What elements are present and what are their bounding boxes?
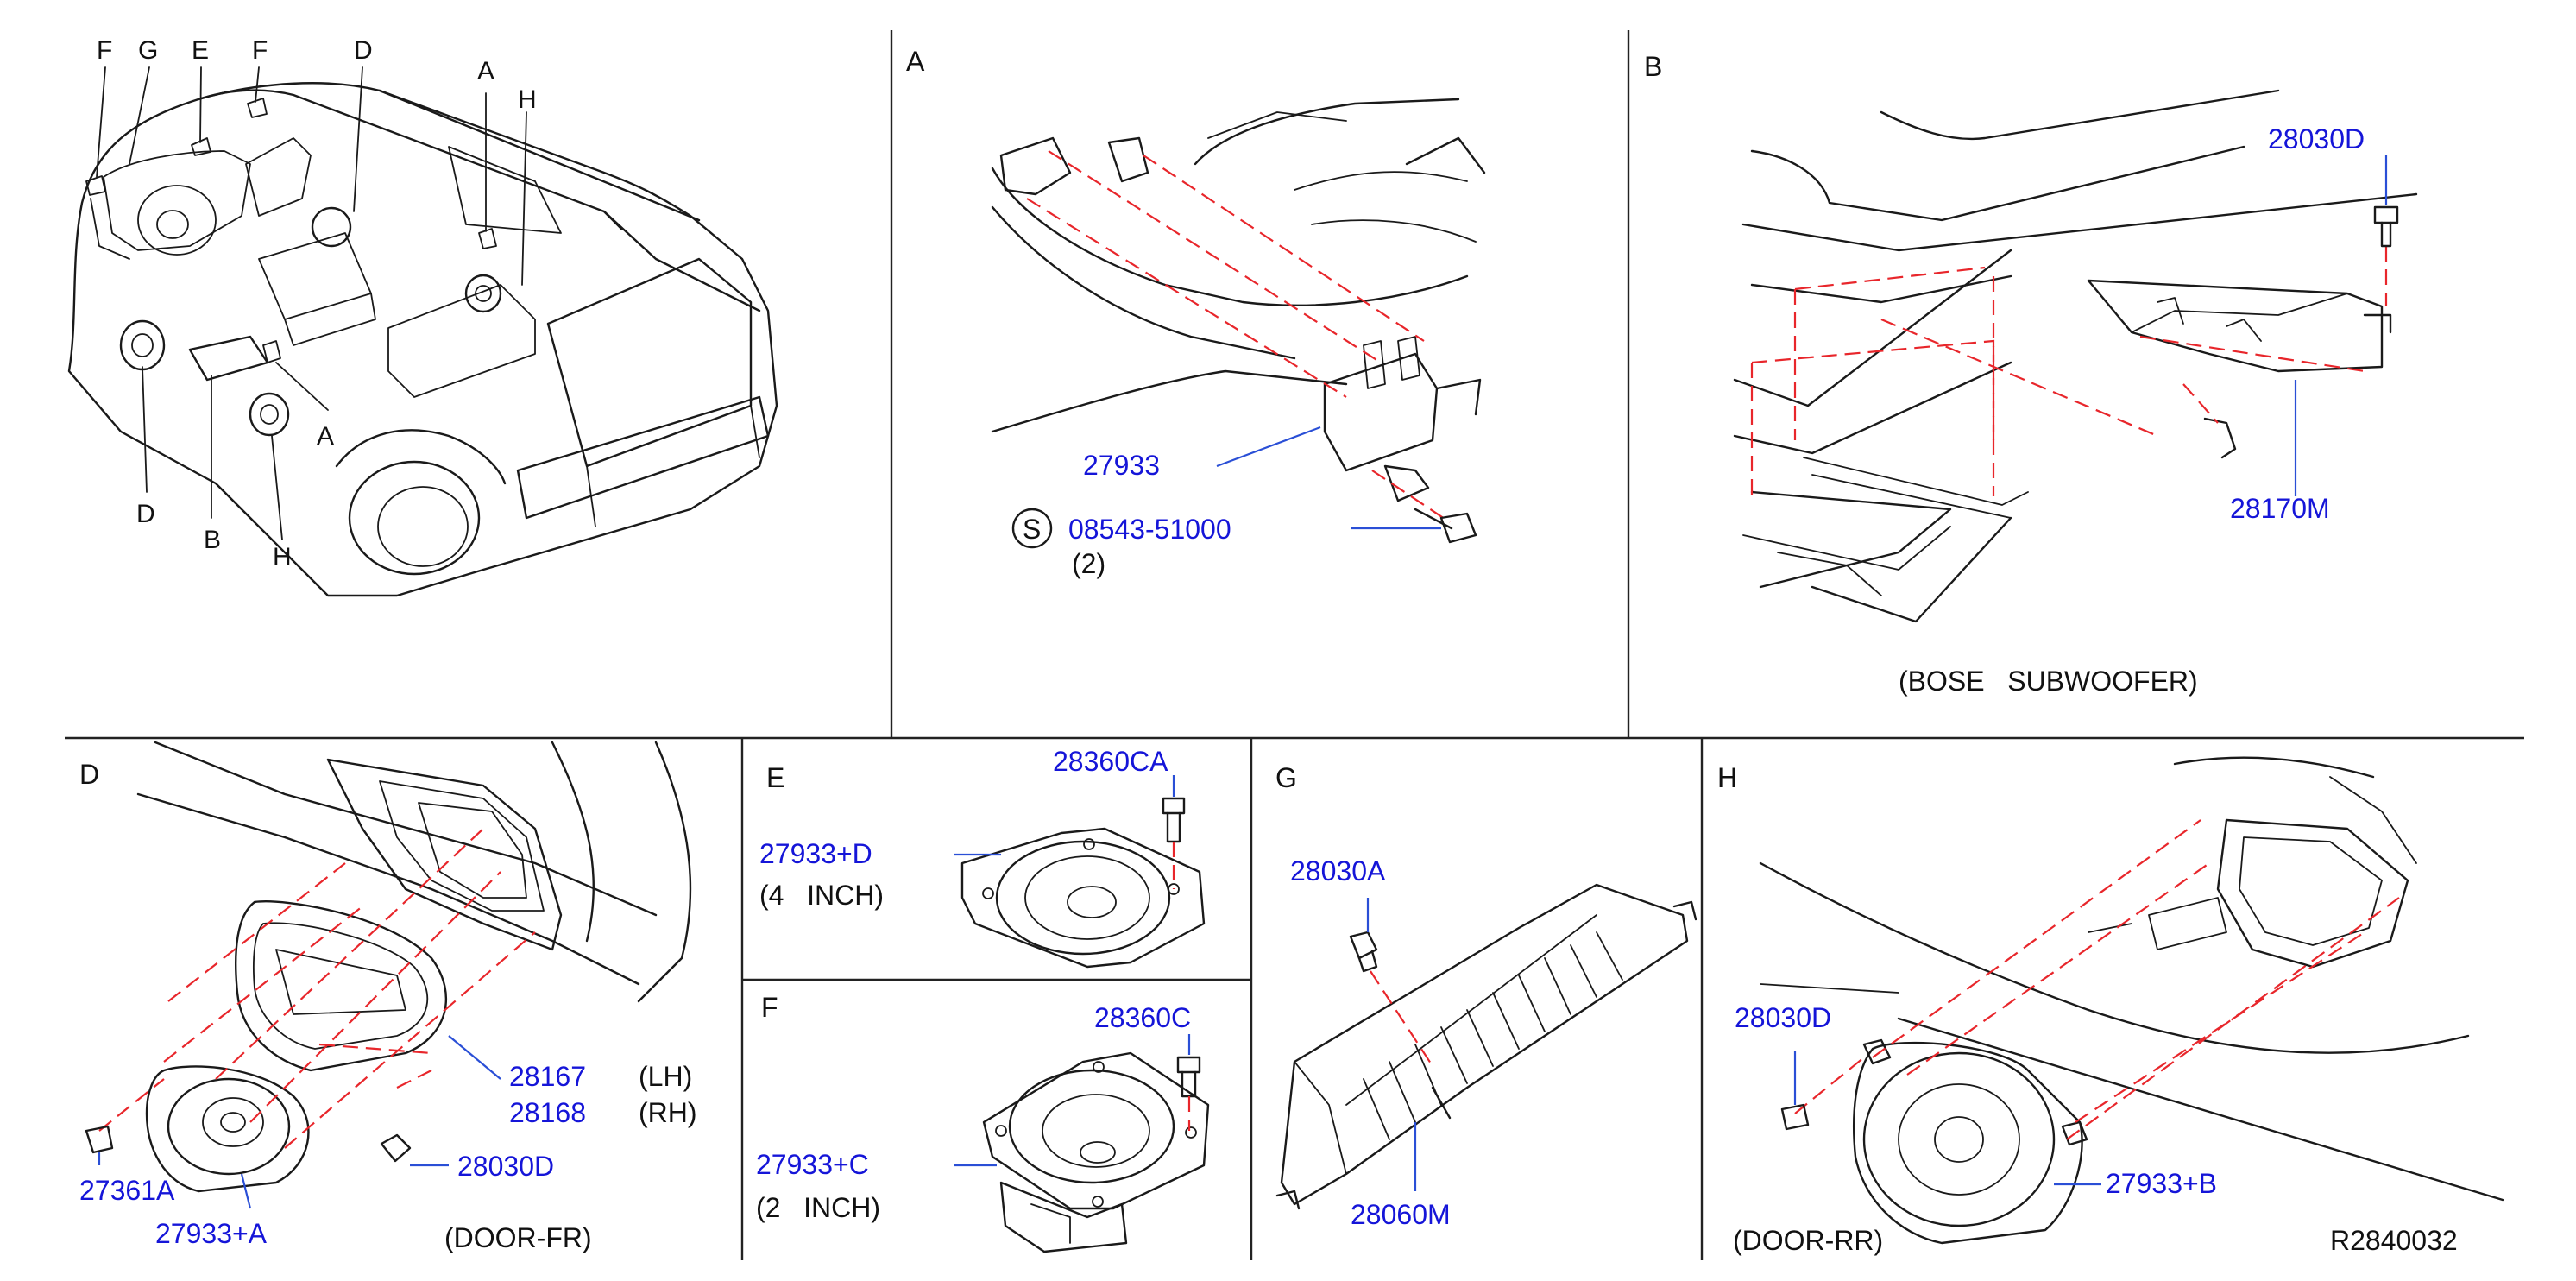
callout-f-2: F [252, 36, 268, 65]
panel-a-drawing [991, 98, 1486, 549]
panel-a-title: A [906, 46, 925, 77]
panel-f-drawing [954, 1034, 1210, 1253]
panel-a-labels: A 27933 S 08543-51000 (2) [906, 46, 1231, 579]
part-27933d-label: 27933+D [759, 838, 872, 869]
callout-h-1: H [518, 85, 537, 114]
overview-callouts: F G E F D A H A D B H [97, 36, 537, 571]
panel-h-labels: H 28030D 27933+B (DOOR-RR) R2840032 [1717, 762, 2458, 1256]
panel-e-drawing [954, 775, 1206, 969]
panel-e-title: E [766, 762, 784, 793]
panel-g-title: G [1275, 762, 1297, 793]
part-28060m-label: 28060M [1351, 1199, 1451, 1230]
part-27933a-label: 27933+A [155, 1218, 268, 1249]
part-27933-label: 27933 [1083, 450, 1160, 481]
part-28168-label: 28168 [509, 1097, 586, 1128]
panel-e-labels: E 28360CA 27933+D (4 INCH) [759, 746, 1168, 911]
panel-borders [65, 30, 2524, 1260]
callout-h-2: H [273, 543, 292, 571]
callout-g: G [138, 36, 158, 65]
callout-a-1: A [477, 57, 494, 85]
panel-b-caption: (BOSE SUBWOOFER) [1899, 666, 2198, 697]
bolt-symbol-s: S [1023, 514, 1041, 545]
part-27933c-label: 27933+C [756, 1149, 869, 1180]
panel-g-drawing [1275, 883, 1697, 1210]
panel-h-drawing [1759, 756, 2504, 1245]
panel-b-drawing [1733, 89, 2418, 623]
panel-d-title: D [79, 759, 99, 790]
callout-d-1: D [354, 36, 373, 65]
panel-g-labels: G 28030A 28060M [1275, 762, 1451, 1230]
panel-d-labels: D 28167 (LH) 28168 (RH) 27361A 28030D 27… [79, 759, 697, 1253]
part-28360c-label: 28360C [1094, 1002, 1191, 1033]
panel-b-title: B [1644, 51, 1662, 82]
callout-f-1: F [97, 36, 112, 65]
panel-d-caption: (DOOR-FR) [444, 1222, 592, 1253]
panel-e-size: (4 INCH) [759, 880, 884, 911]
panel-f-labels: F 28360C 27933+C (2 INCH) [756, 992, 1191, 1223]
part-28167-label: 28167 [509, 1061, 586, 1092]
side-rh-label: (RH) [639, 1097, 697, 1128]
panel-d-drawing [85, 741, 692, 1209]
panel-h-title: H [1717, 762, 1737, 793]
callout-e: E [192, 36, 209, 65]
part-08543-51000-label: 08543-51000 [1068, 514, 1231, 545]
part-28030d-label-d: 28030D [457, 1151, 554, 1182]
callout-a-2: A [317, 422, 334, 451]
vehicle-overview [67, 66, 778, 597]
part-28170m-label: 28170M [2230, 493, 2330, 524]
part-28030d-label-h: 28030D [1735, 1002, 1831, 1033]
part-27361a-label: 27361A [79, 1175, 175, 1206]
part-28030d-label-b: 28030D [2268, 123, 2365, 155]
panel-f-title: F [761, 992, 778, 1023]
part-28360ca-label: 28360CA [1053, 746, 1168, 777]
callout-d-2: D [136, 500, 155, 528]
panel-f-size: (2 INCH) [756, 1192, 880, 1223]
part-27933b-label: 27933+B [2106, 1168, 2217, 1199]
part-28030a-label: 28030A [1290, 855, 1386, 887]
panel-h-caption: (DOOR-RR) [1733, 1225, 1883, 1256]
side-lh-label: (LH) [639, 1061, 692, 1092]
callout-b: B [204, 526, 221, 554]
bolt-quantity: (2) [1072, 548, 1105, 579]
reference-code: R2840032 [2330, 1225, 2458, 1256]
panel-b-labels: B 28030D 28170M (BOSE SUBWOOFER) [1644, 51, 2365, 697]
